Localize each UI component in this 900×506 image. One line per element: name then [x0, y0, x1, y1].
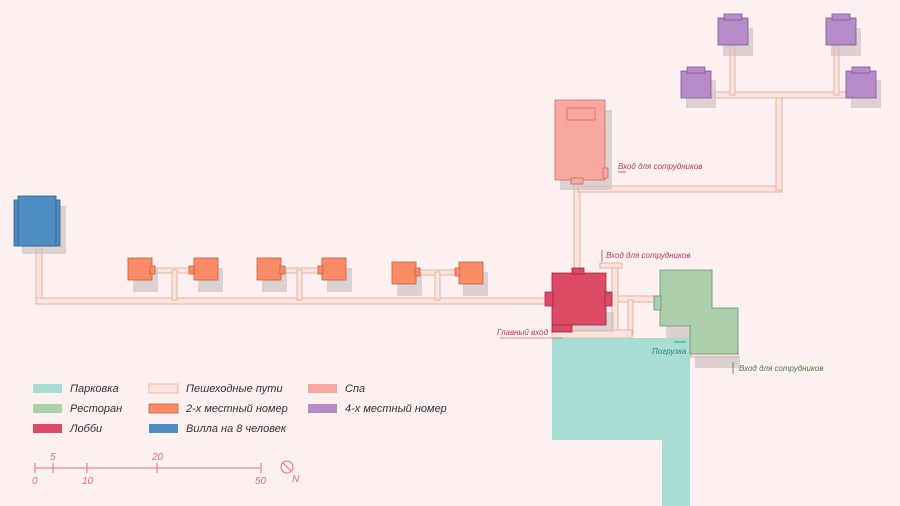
staff-entrance-lobby-label: Вход для сотрудников — [606, 251, 690, 260]
scale-bar — [34, 460, 294, 474]
loading-label: Погрузка — [652, 347, 687, 356]
legend-label: Вилла на 8 человек — [186, 423, 287, 435]
legend-label: 2-х местный номер — [185, 403, 288, 415]
villa-8-person — [13, 195, 61, 247]
legend-label: Пешеходные пути — [186, 383, 283, 395]
legend-label: 4-х местный номер — [345, 403, 447, 415]
quad-rooms — [680, 13, 877, 99]
legend-label: Ресторан — [70, 403, 122, 415]
spa-building — [554, 99, 609, 185]
staff-entrance-restaurant-label: Вход для сотрудников — [739, 364, 823, 373]
staff-entrance-spa-label: Вход для сотрудников — [618, 162, 702, 171]
scale-tick-0: 0 — [32, 476, 38, 487]
double-rooms — [127, 257, 484, 285]
legend-label: Парковка — [70, 383, 119, 395]
legend: Парковка Пешеходные пути Спа Ресторан 2-… — [33, 383, 447, 435]
scale-tick-20: 20 — [151, 452, 164, 463]
legend-label: Лобби — [69, 423, 102, 435]
scale-tick-10: 10 — [82, 476, 94, 487]
annotations: Вход для сотрудников Вход для сотруднико… — [497, 162, 823, 374]
scale-tick-5: 5 — [50, 452, 56, 463]
legend-label: Спа — [345, 383, 365, 395]
scale-tick-50: 50 — [255, 476, 267, 487]
north-label: N — [292, 474, 300, 485]
lobby-building — [544, 267, 613, 333]
main-entrance-label: Главный вход — [497, 328, 549, 337]
shadows — [22, 28, 881, 368]
restaurant-building — [653, 269, 739, 355]
parking-area — [552, 338, 690, 506]
